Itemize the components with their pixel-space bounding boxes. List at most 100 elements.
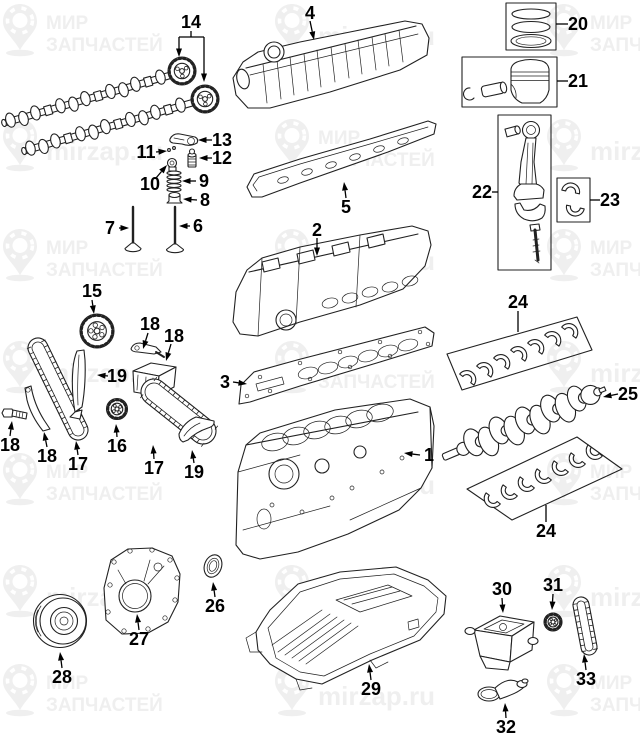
svg-text:21: 21 xyxy=(568,71,588,91)
pin-clip xyxy=(463,87,475,101)
svg-text:6: 6 xyxy=(193,216,203,236)
svg-text:ЗАПЧАСТЕЙ: ЗАПЧАСТЕЙ xyxy=(590,34,640,56)
svg-text:33: 33 xyxy=(576,669,596,689)
piston-assembly xyxy=(461,56,558,108)
svg-text:22: 22 xyxy=(472,182,492,202)
svg-text:31: 31 xyxy=(543,575,563,595)
tensioner-arm xyxy=(130,342,165,358)
part-label-3: 3 xyxy=(220,372,247,392)
watermark-brand-text: МИР xyxy=(46,238,88,259)
svg-text:4: 4 xyxy=(305,3,315,23)
svg-text:14: 14 xyxy=(181,12,201,32)
part-label-10: 10 xyxy=(140,165,167,194)
callout-box-21 xyxy=(461,56,558,108)
valve-spring xyxy=(166,170,182,193)
svg-text:11: 11 xyxy=(136,142,155,162)
part-label-14: 14 xyxy=(176,12,207,82)
svg-text:29: 29 xyxy=(361,679,381,699)
watermark-site-text: mirzap.ru xyxy=(590,136,640,166)
part-label-13: 13 xyxy=(198,130,232,150)
watermark-brand-text: МИР xyxy=(46,673,88,694)
oil-pump-drive-sprocket xyxy=(105,397,129,421)
svg-text:3: 3 xyxy=(220,372,230,392)
part-label-22: 22 xyxy=(472,182,498,202)
watermark-tile: mirzap.ru xyxy=(273,662,435,719)
svg-text:12: 12 xyxy=(212,148,232,168)
svg-text:8: 8 xyxy=(200,190,210,210)
part-label-18: 18 xyxy=(140,314,160,349)
svg-text:17: 17 xyxy=(144,458,164,478)
svg-text:26: 26 xyxy=(205,596,225,616)
watermark-site-text: mirzap.ru xyxy=(590,582,640,612)
svg-text:1: 1 xyxy=(424,445,434,465)
oil-pickup xyxy=(477,678,529,702)
svg-text:ЗАПЧАСТЕЙ: ЗАПЧАСТЕЙ xyxy=(318,371,435,393)
part-label-33: 33 xyxy=(576,654,596,689)
watermark-brand-text: МИР xyxy=(590,462,632,483)
part-label-20: 20 xyxy=(556,14,588,34)
svg-text:23: 23 xyxy=(600,190,620,210)
svg-text:2: 2 xyxy=(312,220,322,240)
watermark-site-text: mirzap.ru xyxy=(318,681,435,711)
part-label-5: 5 xyxy=(341,182,351,217)
camshaft-sprocket-exhaust xyxy=(167,56,197,86)
svg-text:17: 17 xyxy=(68,454,88,474)
callout-box-24-upper xyxy=(446,316,593,391)
part-label-11: 11 xyxy=(136,142,167,162)
svg-text:ЗАПЧАСТЕЙ: ЗАПЧАСТЕЙ xyxy=(46,34,163,56)
lash-adjuster xyxy=(187,148,197,168)
part-label-7: 7 xyxy=(105,218,129,238)
tensioner-rail xyxy=(24,385,51,432)
oil-pump xyxy=(464,615,539,671)
part-label-8: 8 xyxy=(183,190,210,210)
svg-text:15: 15 xyxy=(82,281,102,301)
part-label-9: 9 xyxy=(182,171,209,191)
svg-text:13: 13 xyxy=(212,130,232,150)
chain-guide-rail xyxy=(69,349,86,420)
valve-exhaust xyxy=(124,205,142,253)
svg-text:20: 20 xyxy=(568,14,588,34)
chain-guide-shoe xyxy=(178,416,215,443)
crankshaft-pulley xyxy=(32,593,88,649)
oil-pan xyxy=(245,566,447,691)
svg-text:10: 10 xyxy=(140,174,160,194)
part-label-12: 12 xyxy=(199,148,232,168)
part-label-15: 15 xyxy=(82,281,102,314)
main-bearing-set-lower xyxy=(466,436,623,521)
vvt-sprocket xyxy=(79,313,115,349)
part-label-19: 19 xyxy=(97,366,127,386)
watermark-brand-text: МИР xyxy=(590,13,632,34)
piston xyxy=(510,58,550,104)
svg-text:18: 18 xyxy=(164,326,184,346)
tensioner-bolt xyxy=(1,408,28,420)
svg-text:24: 24 xyxy=(536,521,556,541)
spring-retainer xyxy=(166,157,178,172)
valve-intake xyxy=(165,205,185,254)
rod-bushing xyxy=(504,125,521,138)
part-label-24: 24 xyxy=(536,505,556,541)
valve-cover-gasket xyxy=(246,120,437,198)
part-label-27: 27 xyxy=(129,614,149,649)
watermark-brand-text: МИР xyxy=(590,673,632,694)
watermark-brand-text: МИР xyxy=(318,128,360,149)
part-label-18: 18 xyxy=(0,421,20,455)
part-label-23: 23 xyxy=(590,190,620,210)
part-label-2: 2 xyxy=(312,220,322,256)
valve-keeper xyxy=(167,146,176,152)
svg-text:ЗАПЧАСТЕЙ: ЗАПЧАСТЕЙ xyxy=(590,483,640,505)
watermark-tile: mirzap.ru xyxy=(545,339,640,396)
svg-text:24: 24 xyxy=(508,292,528,312)
svg-text:27: 27 xyxy=(129,629,149,649)
svg-text:18: 18 xyxy=(0,435,20,455)
svg-text:5: 5 xyxy=(341,197,351,217)
watermark-brand-text: МИР xyxy=(46,13,88,34)
svg-text:9: 9 xyxy=(199,171,209,191)
